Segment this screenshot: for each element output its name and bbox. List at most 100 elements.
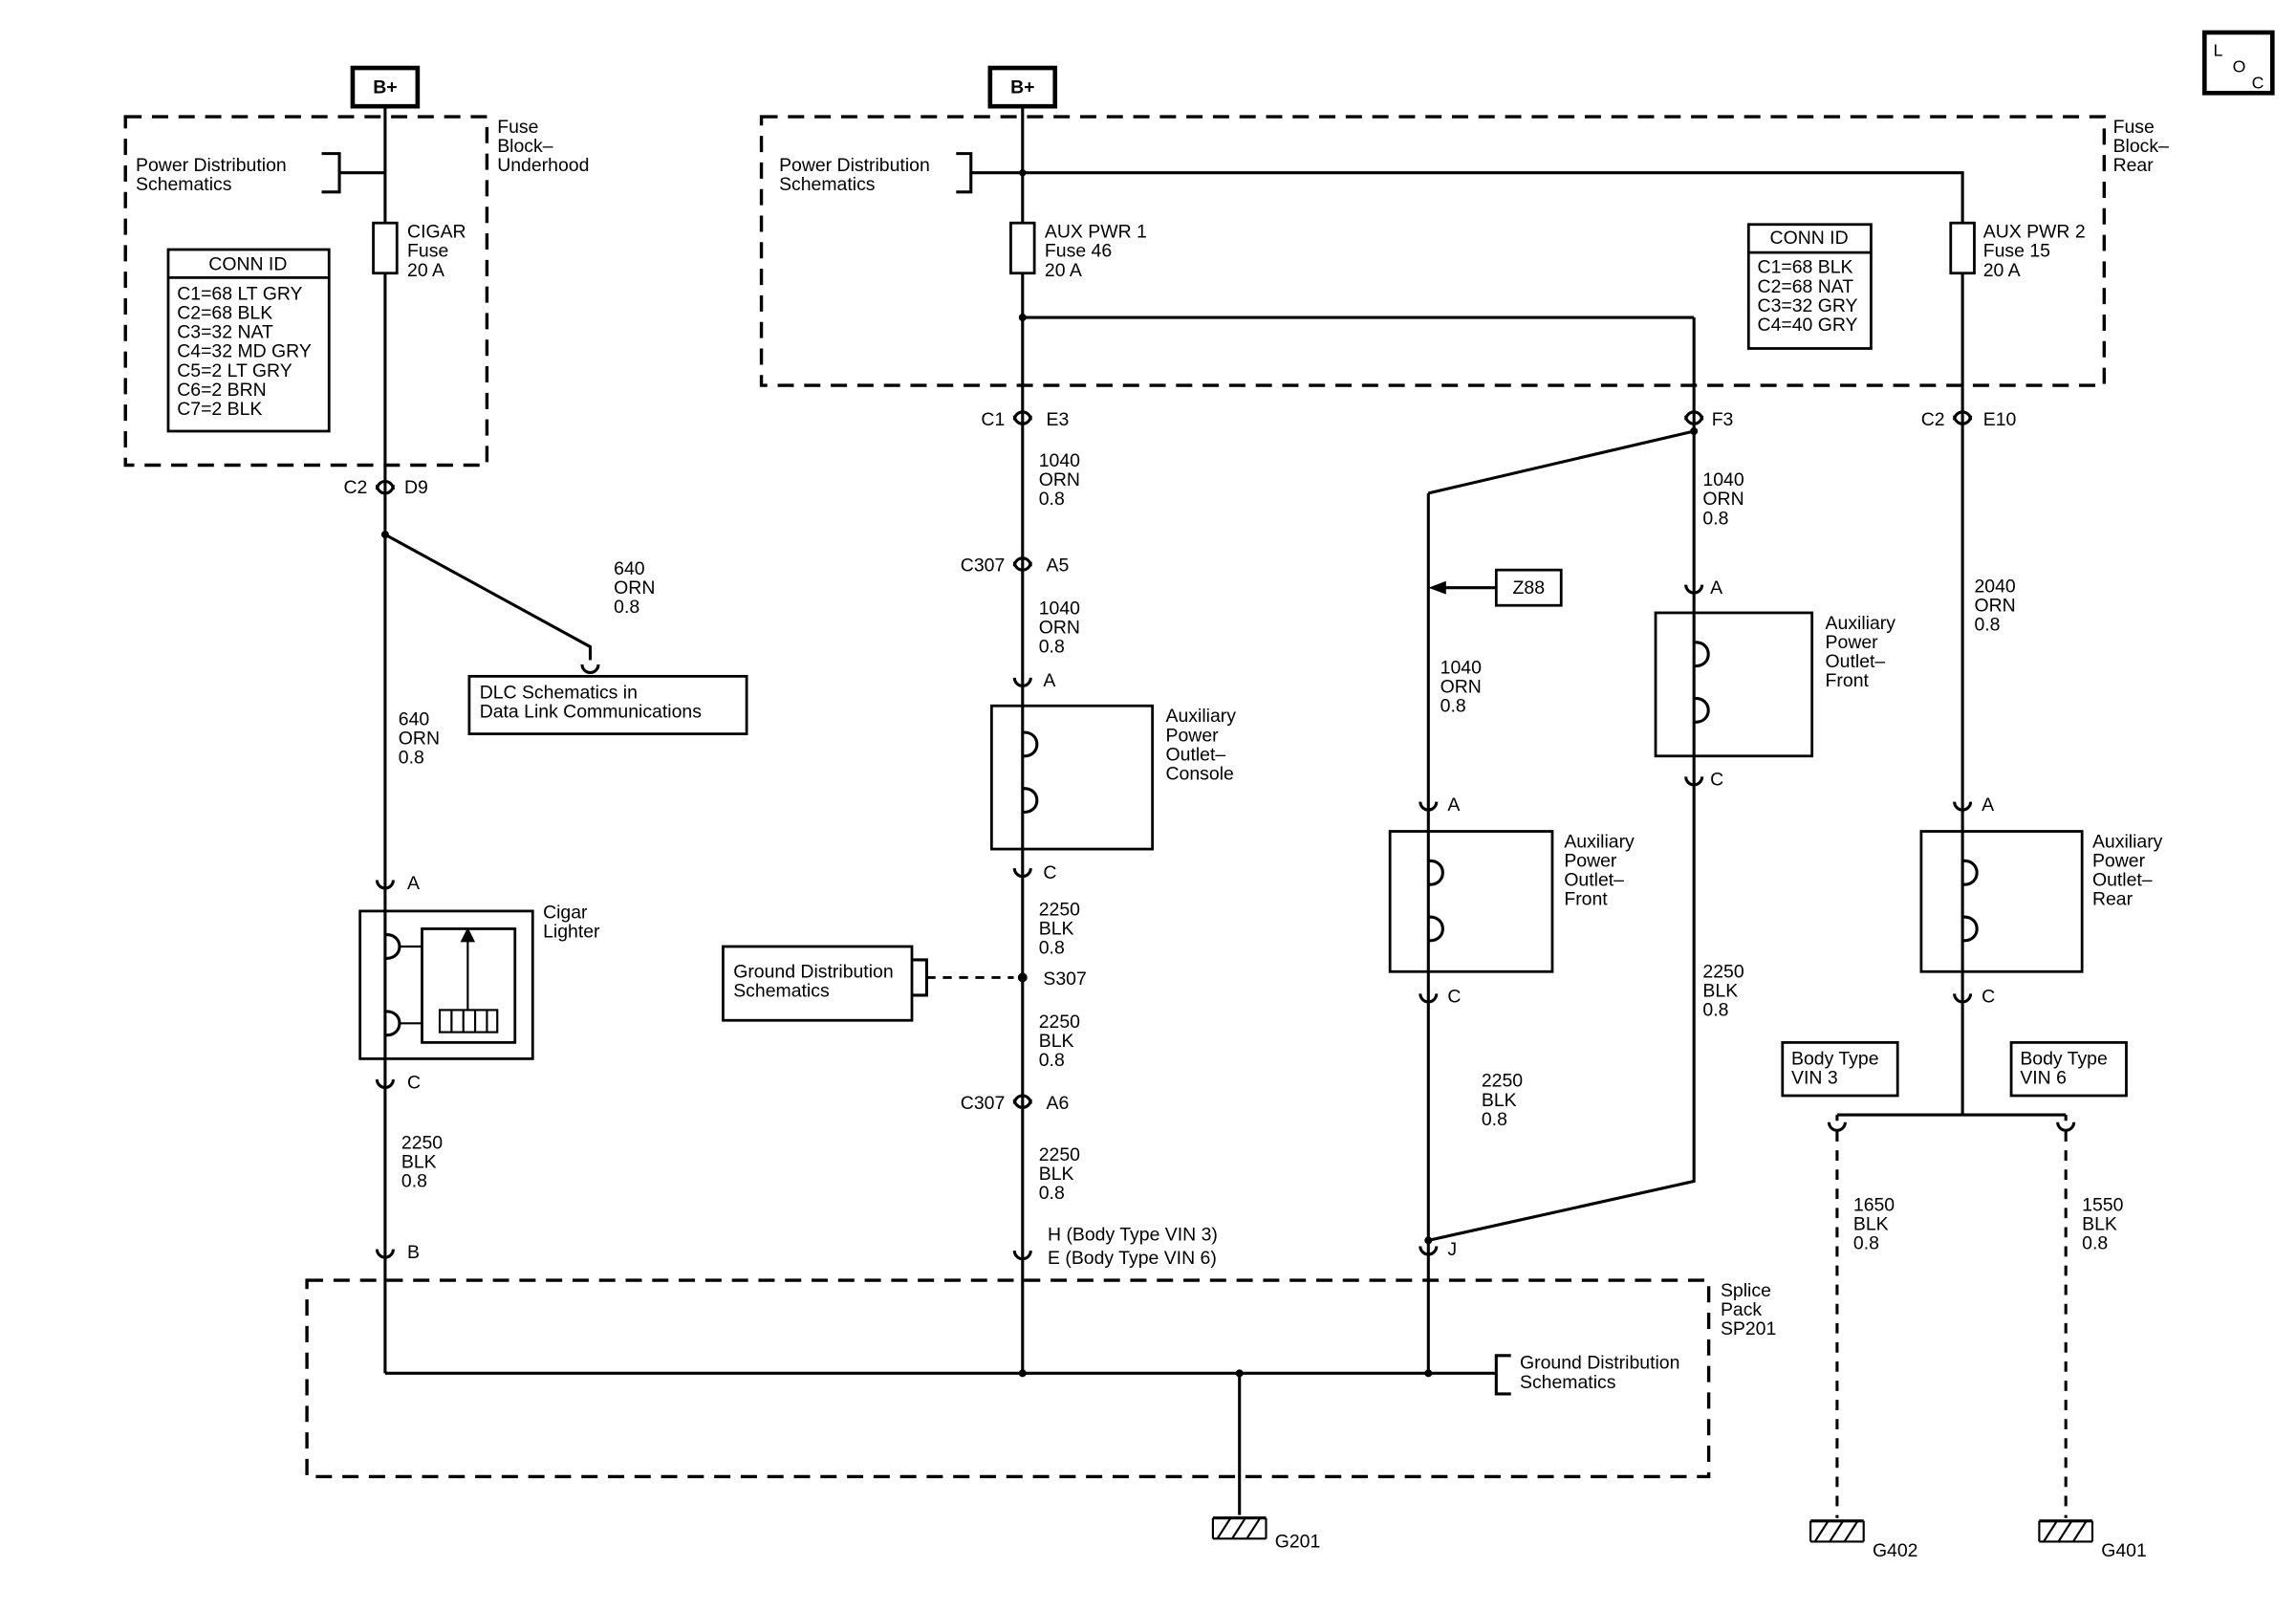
ground-g401-icon	[2037, 1519, 2094, 1543]
connector-c1-label: C1	[981, 409, 1005, 430]
aux-outlet-front1-box	[1388, 830, 1554, 973]
ground-g402-label: G402	[1873, 1540, 1918, 1561]
contact-hook-icon	[1692, 696, 1710, 724]
contact-hook-icon	[1426, 859, 1444, 886]
contact-hook-icon	[1426, 915, 1444, 943]
cavity-a6-label: A6	[1046, 1093, 1069, 1114]
splice-s307-label: S307	[1043, 969, 1086, 990]
cavity-e-label: E (Body Type VIN 6)	[1048, 1248, 1217, 1269]
loc-letter-o: O	[2233, 57, 2246, 76]
contact-hook-icon	[1021, 730, 1039, 758]
cavity-j-label: J	[1447, 1239, 1457, 1260]
body-type-vin6-box	[2009, 1040, 2128, 1098]
pin-b-label: B	[407, 1242, 420, 1263]
conn-id-table-rear	[1746, 223, 1873, 350]
conn-id-header-underhood: CONN ID	[208, 254, 287, 275]
wire-dlc-branch	[384, 533, 593, 661]
connector-c307-label-2: C307	[961, 1093, 1005, 1114]
arrow-up-icon	[460, 926, 476, 943]
cavity-a5-label: A5	[1046, 555, 1069, 577]
vin-split-wire	[1835, 1113, 2068, 1121]
pin-a-label-front2: A	[1710, 577, 1722, 599]
z88-ref-label: Z88	[1513, 577, 1545, 599]
dlc-ref-box	[467, 674, 748, 735]
conn-id-table-underhood	[166, 248, 331, 433]
cavity-h-label: H (Body Type VIN 3)	[1048, 1224, 1218, 1245]
ground-dist-bracket	[1494, 1354, 1511, 1396]
loc-badge-box	[2201, 30, 2275, 96]
junction-dot	[1690, 426, 1699, 435]
front-outlet-circuits	[1388, 317, 1814, 1374]
splice-pack-outline	[305, 1278, 1711, 1479]
connector-c2-rear-label: C2	[1921, 409, 1945, 430]
fuse-block-rear-outline	[759, 115, 2107, 387]
cavity-e3-label: E3	[1046, 409, 1069, 430]
cigar-fuse-icon	[372, 221, 399, 275]
heater-element-icon	[438, 1009, 499, 1034]
aux-pwr-1-fuse-icon	[1009, 221, 1036, 275]
splice-s307-dot	[1017, 972, 1028, 983]
cavity-f3-label: F3	[1712, 409, 1734, 430]
pin-a-label-cigar: A	[407, 873, 420, 894]
junction-dot	[1424, 1369, 1433, 1378]
pin-a-label-console: A	[1043, 670, 1055, 691]
fuse-block-rear-group	[759, 65, 2107, 1374]
aux-pwr-2-fuse-icon	[1949, 221, 1976, 275]
pin-c-label-front1: C	[1447, 987, 1461, 1008]
conn-id-header-rear: CONN ID	[1770, 228, 1849, 249]
connector-d9-label: D9	[404, 477, 428, 498]
junction-dot	[1018, 314, 1027, 322]
pin-c-label-rear: C	[1982, 987, 1995, 1008]
contact-hook-icon	[1960, 915, 1979, 943]
ground-g402-icon	[1809, 1519, 1866, 1543]
body-type-vin3-box	[1781, 1040, 1899, 1098]
pin-c-label-cigar: C	[407, 1072, 421, 1093]
cavity-icon	[1827, 1121, 1847, 1132]
loc-letter-l: L	[2214, 41, 2223, 60]
power-dist-bracket-rear	[956, 152, 1964, 224]
ground-g201-icon	[1211, 1516, 1268, 1540]
pin-c-label-front2: C	[1710, 770, 1723, 791]
contact-hook-icon	[383, 1010, 401, 1037]
ground-dist-ref-box	[722, 945, 914, 1022]
loc-letter-c: C	[2252, 74, 2264, 93]
ground-g201-label: G201	[1275, 1532, 1321, 1553]
bplus-label-underhood: B+	[373, 76, 397, 98]
ground-dist-bracket	[912, 958, 928, 997]
dlc-cavity-icon	[580, 663, 600, 675]
connector-c307-label: C307	[961, 555, 1005, 577]
cigar-lighter-box	[358, 909, 534, 1060]
